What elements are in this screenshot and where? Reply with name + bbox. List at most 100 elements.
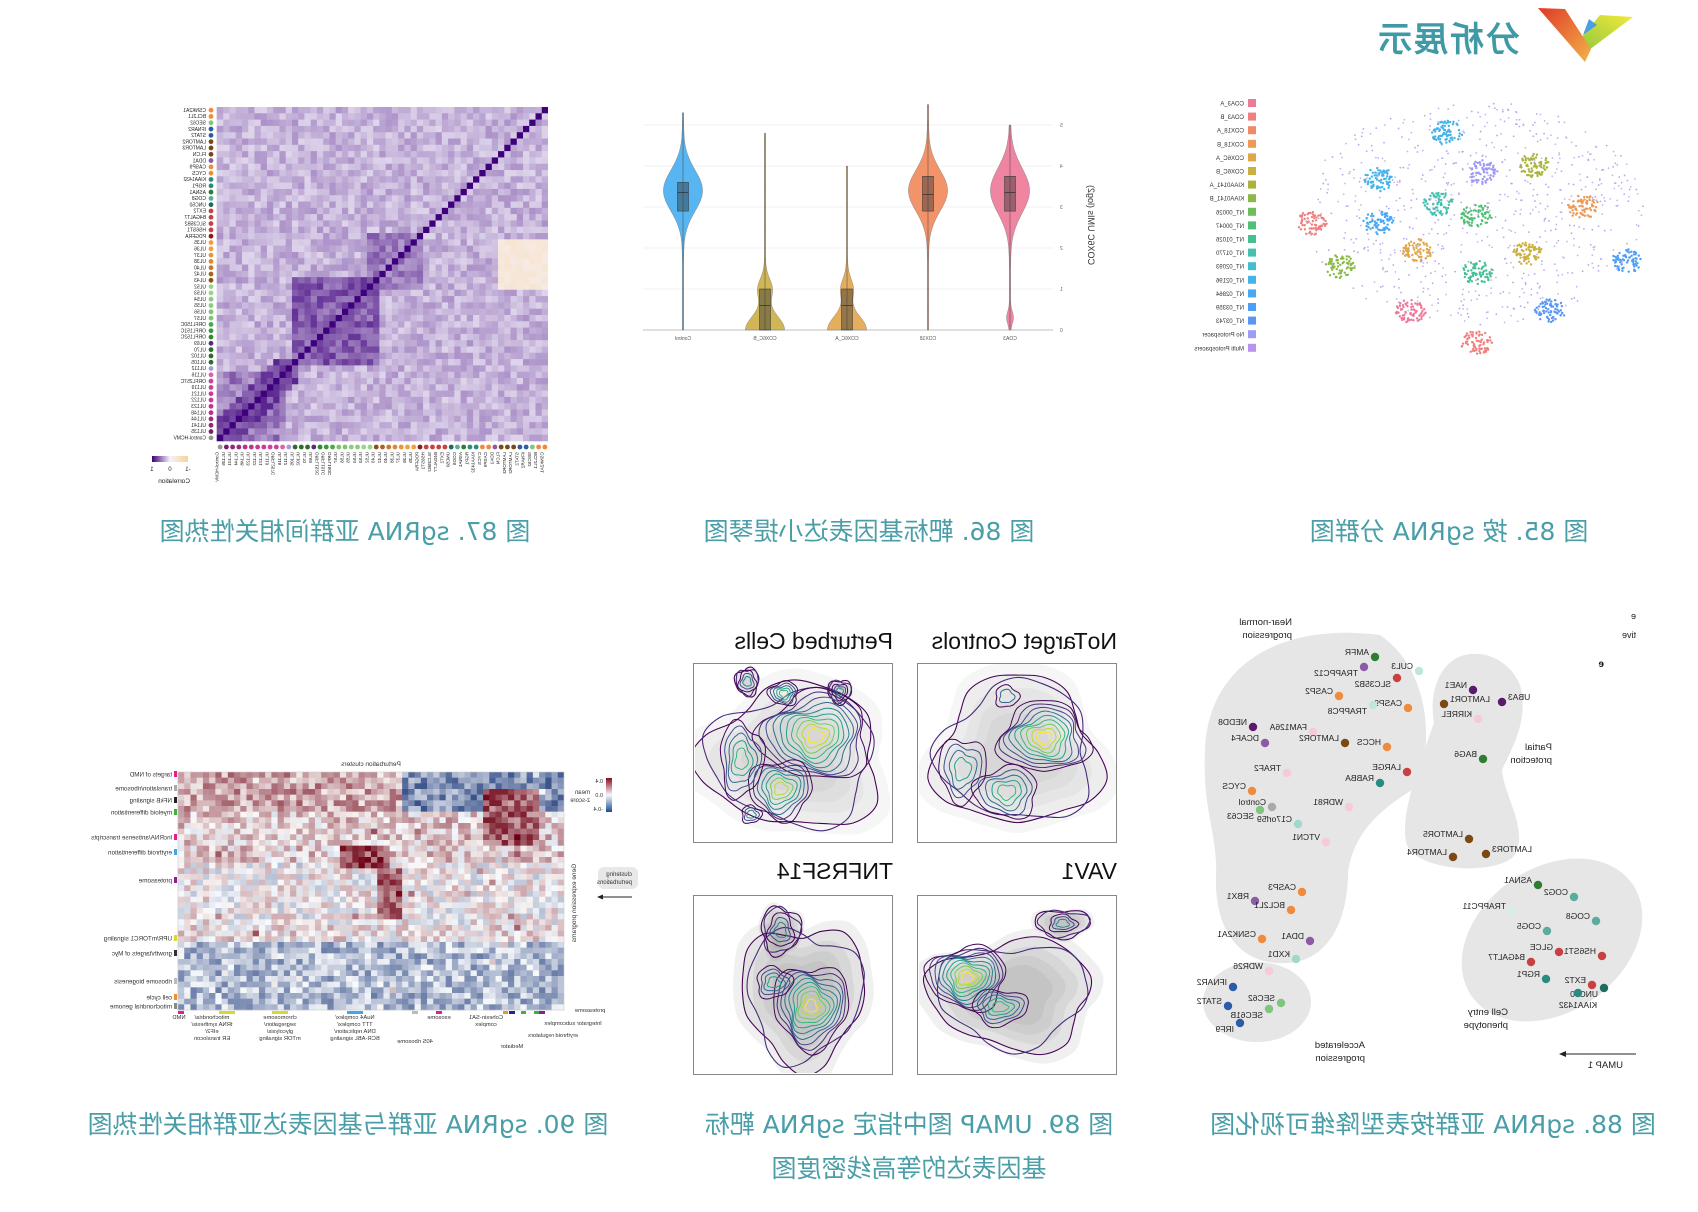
cluster-point bbox=[1434, 135, 1437, 138]
heatmap-cell bbox=[297, 302, 305, 309]
heatmap-cell bbox=[297, 352, 305, 360]
y-tick-label: 5 bbox=[1060, 123, 1063, 129]
row-label: LAMTOR2 bbox=[182, 139, 206, 145]
heatmap-cell bbox=[272, 157, 280, 165]
heatmap-cell bbox=[347, 170, 355, 177]
heatmap-cell bbox=[397, 188, 405, 196]
heatmap-cell bbox=[304, 270, 311, 278]
heatmap-cell bbox=[291, 151, 299, 158]
cluster-point bbox=[1490, 216, 1493, 220]
heatmap-cell bbox=[441, 214, 449, 221]
heatmap-cell bbox=[391, 352, 399, 360]
heatmap-cell bbox=[335, 359, 342, 366]
heatmap-cell bbox=[216, 346, 224, 354]
heatmap-cell bbox=[535, 157, 542, 165]
cluster-point bbox=[1613, 264, 1617, 268]
heatmap-cell bbox=[466, 434, 474, 442]
cluster-point bbox=[1390, 221, 1394, 224]
heatmap-cell bbox=[347, 176, 355, 183]
heatmap-cell bbox=[266, 428, 274, 435]
background-point bbox=[1505, 145, 1507, 148]
heatmap-cell bbox=[291, 352, 299, 360]
background-point bbox=[1352, 168, 1355, 171]
heatmap-cell bbox=[441, 157, 449, 165]
heatmap-cell bbox=[354, 270, 361, 278]
heatmap-cell bbox=[372, 201, 380, 209]
background-point bbox=[1557, 293, 1560, 295]
heatmap-cell bbox=[347, 264, 355, 272]
heatmap-cell bbox=[528, 151, 536, 158]
heatmap-cell bbox=[516, 409, 524, 417]
heatmap-cell bbox=[341, 144, 349, 152]
heatmap-cell bbox=[247, 125, 255, 133]
row-dot bbox=[208, 397, 214, 403]
col-dot bbox=[305, 444, 310, 450]
heatmap-cell bbox=[316, 119, 324, 127]
heatmap-cell bbox=[229, 371, 236, 379]
heatmap-cell bbox=[391, 214, 399, 221]
heatmap-cell bbox=[447, 415, 455, 423]
heatmap-cell bbox=[341, 170, 349, 177]
heatmap-cell bbox=[460, 220, 467, 228]
heatmap-cell bbox=[360, 214, 367, 221]
heatmap-cell bbox=[304, 346, 311, 354]
heatmap-cell bbox=[454, 113, 461, 120]
cluster-point bbox=[1529, 263, 1533, 266]
heatmap-cell bbox=[485, 233, 492, 240]
heatmap-cell bbox=[535, 352, 542, 360]
heatmap-cell bbox=[241, 396, 249, 404]
heatmap-cell bbox=[285, 239, 292, 246]
heatmap-cell bbox=[397, 371, 405, 379]
background-point bbox=[1442, 176, 1445, 179]
heatmap-cell bbox=[497, 195, 505, 202]
cluster-point bbox=[1406, 301, 1409, 304]
background-point bbox=[1546, 205, 1549, 208]
heatmap-cell bbox=[472, 289, 480, 297]
heatmap-cell bbox=[266, 107, 274, 114]
heatmap-cell bbox=[279, 226, 286, 234]
y-tick-label: 0 bbox=[1060, 328, 1063, 334]
heatmap-cell bbox=[241, 428, 249, 435]
heatmap-cell bbox=[404, 214, 411, 221]
heatmap-cell bbox=[429, 138, 436, 146]
background-point bbox=[1429, 169, 1431, 172]
heatmap-cell bbox=[410, 251, 417, 259]
heatmap-cell bbox=[441, 422, 449, 429]
heatmap-cell bbox=[404, 371, 411, 379]
heatmap-cell bbox=[391, 296, 399, 303]
heatmap-cell bbox=[216, 409, 224, 417]
background-point bbox=[1343, 248, 1346, 251]
cluster-point bbox=[1349, 262, 1353, 266]
row-label: CASP9 bbox=[189, 165, 206, 171]
heatmap-cell bbox=[535, 396, 542, 404]
cluster-point bbox=[1619, 261, 1622, 264]
heatmap-cell bbox=[222, 390, 230, 398]
cluster-point bbox=[1492, 171, 1495, 175]
heatmap-cell bbox=[422, 132, 430, 139]
background-point bbox=[1559, 211, 1562, 213]
heatmap-cell bbox=[491, 220, 499, 228]
background-point bbox=[1488, 209, 1491, 212]
background-point bbox=[1539, 202, 1542, 205]
heatmap-cell bbox=[322, 188, 330, 196]
background-point bbox=[1553, 245, 1556, 248]
heatmap-cell bbox=[297, 422, 305, 429]
heatmap-cell bbox=[485, 226, 492, 234]
heatmap-cell bbox=[329, 201, 336, 209]
cluster-point bbox=[1423, 243, 1426, 246]
background-point bbox=[1474, 290, 1477, 292]
cluster-point bbox=[1592, 201, 1596, 204]
heatmap-cell bbox=[379, 296, 386, 303]
heatmap-cell bbox=[404, 289, 411, 297]
heatmap-cell bbox=[360, 138, 367, 146]
cluster-point bbox=[1431, 191, 1434, 195]
heatmap-cell bbox=[460, 289, 467, 297]
cluster-point bbox=[1469, 209, 1473, 212]
background-point bbox=[1484, 113, 1487, 116]
heatmap-cell bbox=[479, 258, 486, 265]
heatmap-cell bbox=[429, 220, 436, 228]
cluster-point bbox=[1462, 267, 1465, 270]
heatmap-cell bbox=[410, 132, 417, 139]
heatmap-cell bbox=[291, 359, 299, 366]
